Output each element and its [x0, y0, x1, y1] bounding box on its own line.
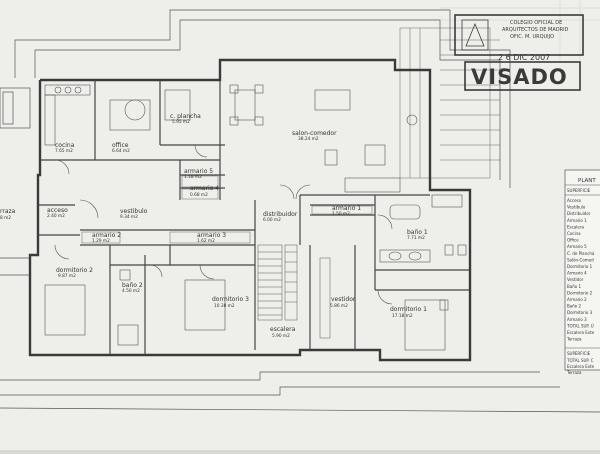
- exterior-walls: [28, 58, 472, 362]
- interior-walls: [38, 80, 470, 355]
- room-label-vestidor: vestidor: [331, 296, 356, 303]
- room-label-armario-1: armario 1: [332, 205, 361, 212]
- stamp-line-1: COLEGIO OFICIAL DE: [510, 20, 562, 26]
- area-table-row: Terraza: [566, 337, 582, 342]
- room-area-armario-2: 1.29 m2: [92, 238, 110, 244]
- room-label-escalera: escalera: [270, 326, 296, 333]
- area-table-footer-row: Escalera Exte: [567, 364, 595, 369]
- room-label-armario-2: armario 2: [92, 232, 121, 239]
- room-area-acceso: 2.40 m2: [47, 213, 65, 219]
- room-label-bano-1: baño 1: [407, 229, 428, 236]
- area-table-row: Dormitorio 3: [567, 310, 593, 315]
- room-area-c-plancha: 5.95 m2: [172, 119, 190, 125]
- stamp-crest-icon: [461, 19, 489, 51]
- room-label-distribuidor: distribuidor: [263, 211, 298, 218]
- room-label-c-plancha: c. plancha: [170, 113, 201, 120]
- area-table-row: Armario 3: [567, 317, 587, 322]
- area-table-row: Vestidor: [567, 277, 584, 282]
- area-table-footer-row: Terraza: [566, 370, 582, 375]
- area-table-header: PLANT: [578, 178, 596, 184]
- area-table-row: Baño 1: [567, 284, 581, 289]
- room-label-dormitorio-3: dormitorio 3: [212, 296, 249, 303]
- area-table-row: Office: [567, 238, 579, 243]
- stamp-line-3: OFIC. M. URQUIJO: [510, 34, 554, 40]
- room-area-office: 6.64 m2: [112, 148, 130, 154]
- room-area-armario-3: 1.62 m2: [197, 238, 215, 244]
- area-table-row: Armario 4: [567, 271, 587, 276]
- area-table-row: Cocina: [567, 231, 581, 236]
- area-table-footer-header: SUPERFICIE: [567, 351, 591, 356]
- area-table-row: C. de Plancha: [567, 251, 595, 256]
- room-labels: cocina 7.65 m2 office 6.64 m2 c. plancha…: [0, 113, 428, 339]
- area-table-row: Distribuidor: [567, 211, 591, 216]
- room-label-dormitorio-1: dormitorio 1: [390, 306, 427, 313]
- area-table-footer-row: TOTAL SUP. C: [566, 358, 594, 363]
- room-label-cocina: cocina: [55, 142, 75, 149]
- room-label-office: office: [112, 142, 129, 149]
- room-area-dormitorio-2: 9.87 m2: [58, 273, 76, 279]
- room-area-vestibulo: 9.34 m2: [120, 214, 138, 220]
- room-area-armario-1: 1.50 m2: [332, 211, 350, 217]
- site-outline: [0, 9, 600, 413]
- room-area-bano-1: 7.71 m2: [407, 235, 425, 241]
- room-area-dormitorio-3: 10.38 m2: [214, 303, 235, 309]
- area-table-row: Dormitorio 1: [567, 264, 593, 269]
- area-table-row: Salón-Comed: [567, 257, 594, 262]
- area-table-row: Armario 2: [567, 297, 587, 302]
- room-label-armario-4: armario 4: [190, 185, 219, 192]
- stamp-line-2: ARQUITECTOS DE MADRID: [502, 27, 569, 33]
- area-table-row: Vestíbulo: [567, 205, 586, 210]
- room-label-vestibulo: vestibulo: [120, 208, 148, 215]
- room-area-bano-2: 4.50 m2: [122, 288, 140, 294]
- room-area-armario-5: 1.18 m2: [184, 174, 202, 180]
- area-table-row: Acceso: [567, 198, 582, 203]
- terraza-fragment-area: 8 m2: [0, 215, 11, 221]
- room-area-cocina: 7.65 m2: [55, 148, 73, 154]
- room-label-acceso: acceso: [47, 207, 68, 214]
- area-table-subheader: SUPERFICIE: [567, 188, 591, 193]
- stair-treads: [257, 244, 331, 339]
- visado-stamp: COLEGIO OFICIAL DE ARQUITECTOS DE MADRID…: [454, 14, 584, 91]
- room-area-escalera: 5.90 m2: [272, 333, 290, 339]
- room-label-bano-2: baño 2: [122, 282, 143, 289]
- room-label-dormitorio-2: dormitorio 2: [56, 267, 93, 274]
- area-table-row: Escalera: [567, 224, 584, 229]
- room-area-distribuidor: 6.00 m2: [263, 217, 281, 223]
- room-label-salon-comedor: salon-comedor: [292, 130, 337, 137]
- room-area-armario-4: 0.68 m2: [190, 192, 208, 198]
- area-table-row: Armario 1: [567, 218, 587, 223]
- door-swings: [54, 144, 393, 305]
- room-label-armario-3: armario 3: [197, 232, 226, 239]
- room-area-salon-comedor: 38.24 m2: [298, 136, 319, 142]
- area-table-row: Baño 2: [567, 304, 581, 309]
- terraza-fragment-label: rraza: [0, 208, 16, 215]
- room-area-vestidor: 5.86 m2: [330, 303, 348, 309]
- stamp-date: 2 6 DIC 2007: [498, 53, 550, 62]
- area-table: PLANT SUPERFICIE AccesoVestíbuloDistribu…: [564, 169, 600, 375]
- closet-hatching: [81, 175, 373, 244]
- room-area-dormitorio-1: 17.18 m2: [392, 313, 413, 319]
- area-table-row: Dormitorio 2: [567, 290, 593, 295]
- area-table-row: TOTAL SUP. Ú: [566, 323, 594, 328]
- furniture: [44, 84, 467, 351]
- stamp-visado: VISADO: [471, 65, 568, 89]
- area-table-row: Escalera Exte: [567, 330, 595, 335]
- room-label-armario-5: armario 5: [184, 168, 213, 175]
- area-table-row: Armario 5: [567, 244, 587, 249]
